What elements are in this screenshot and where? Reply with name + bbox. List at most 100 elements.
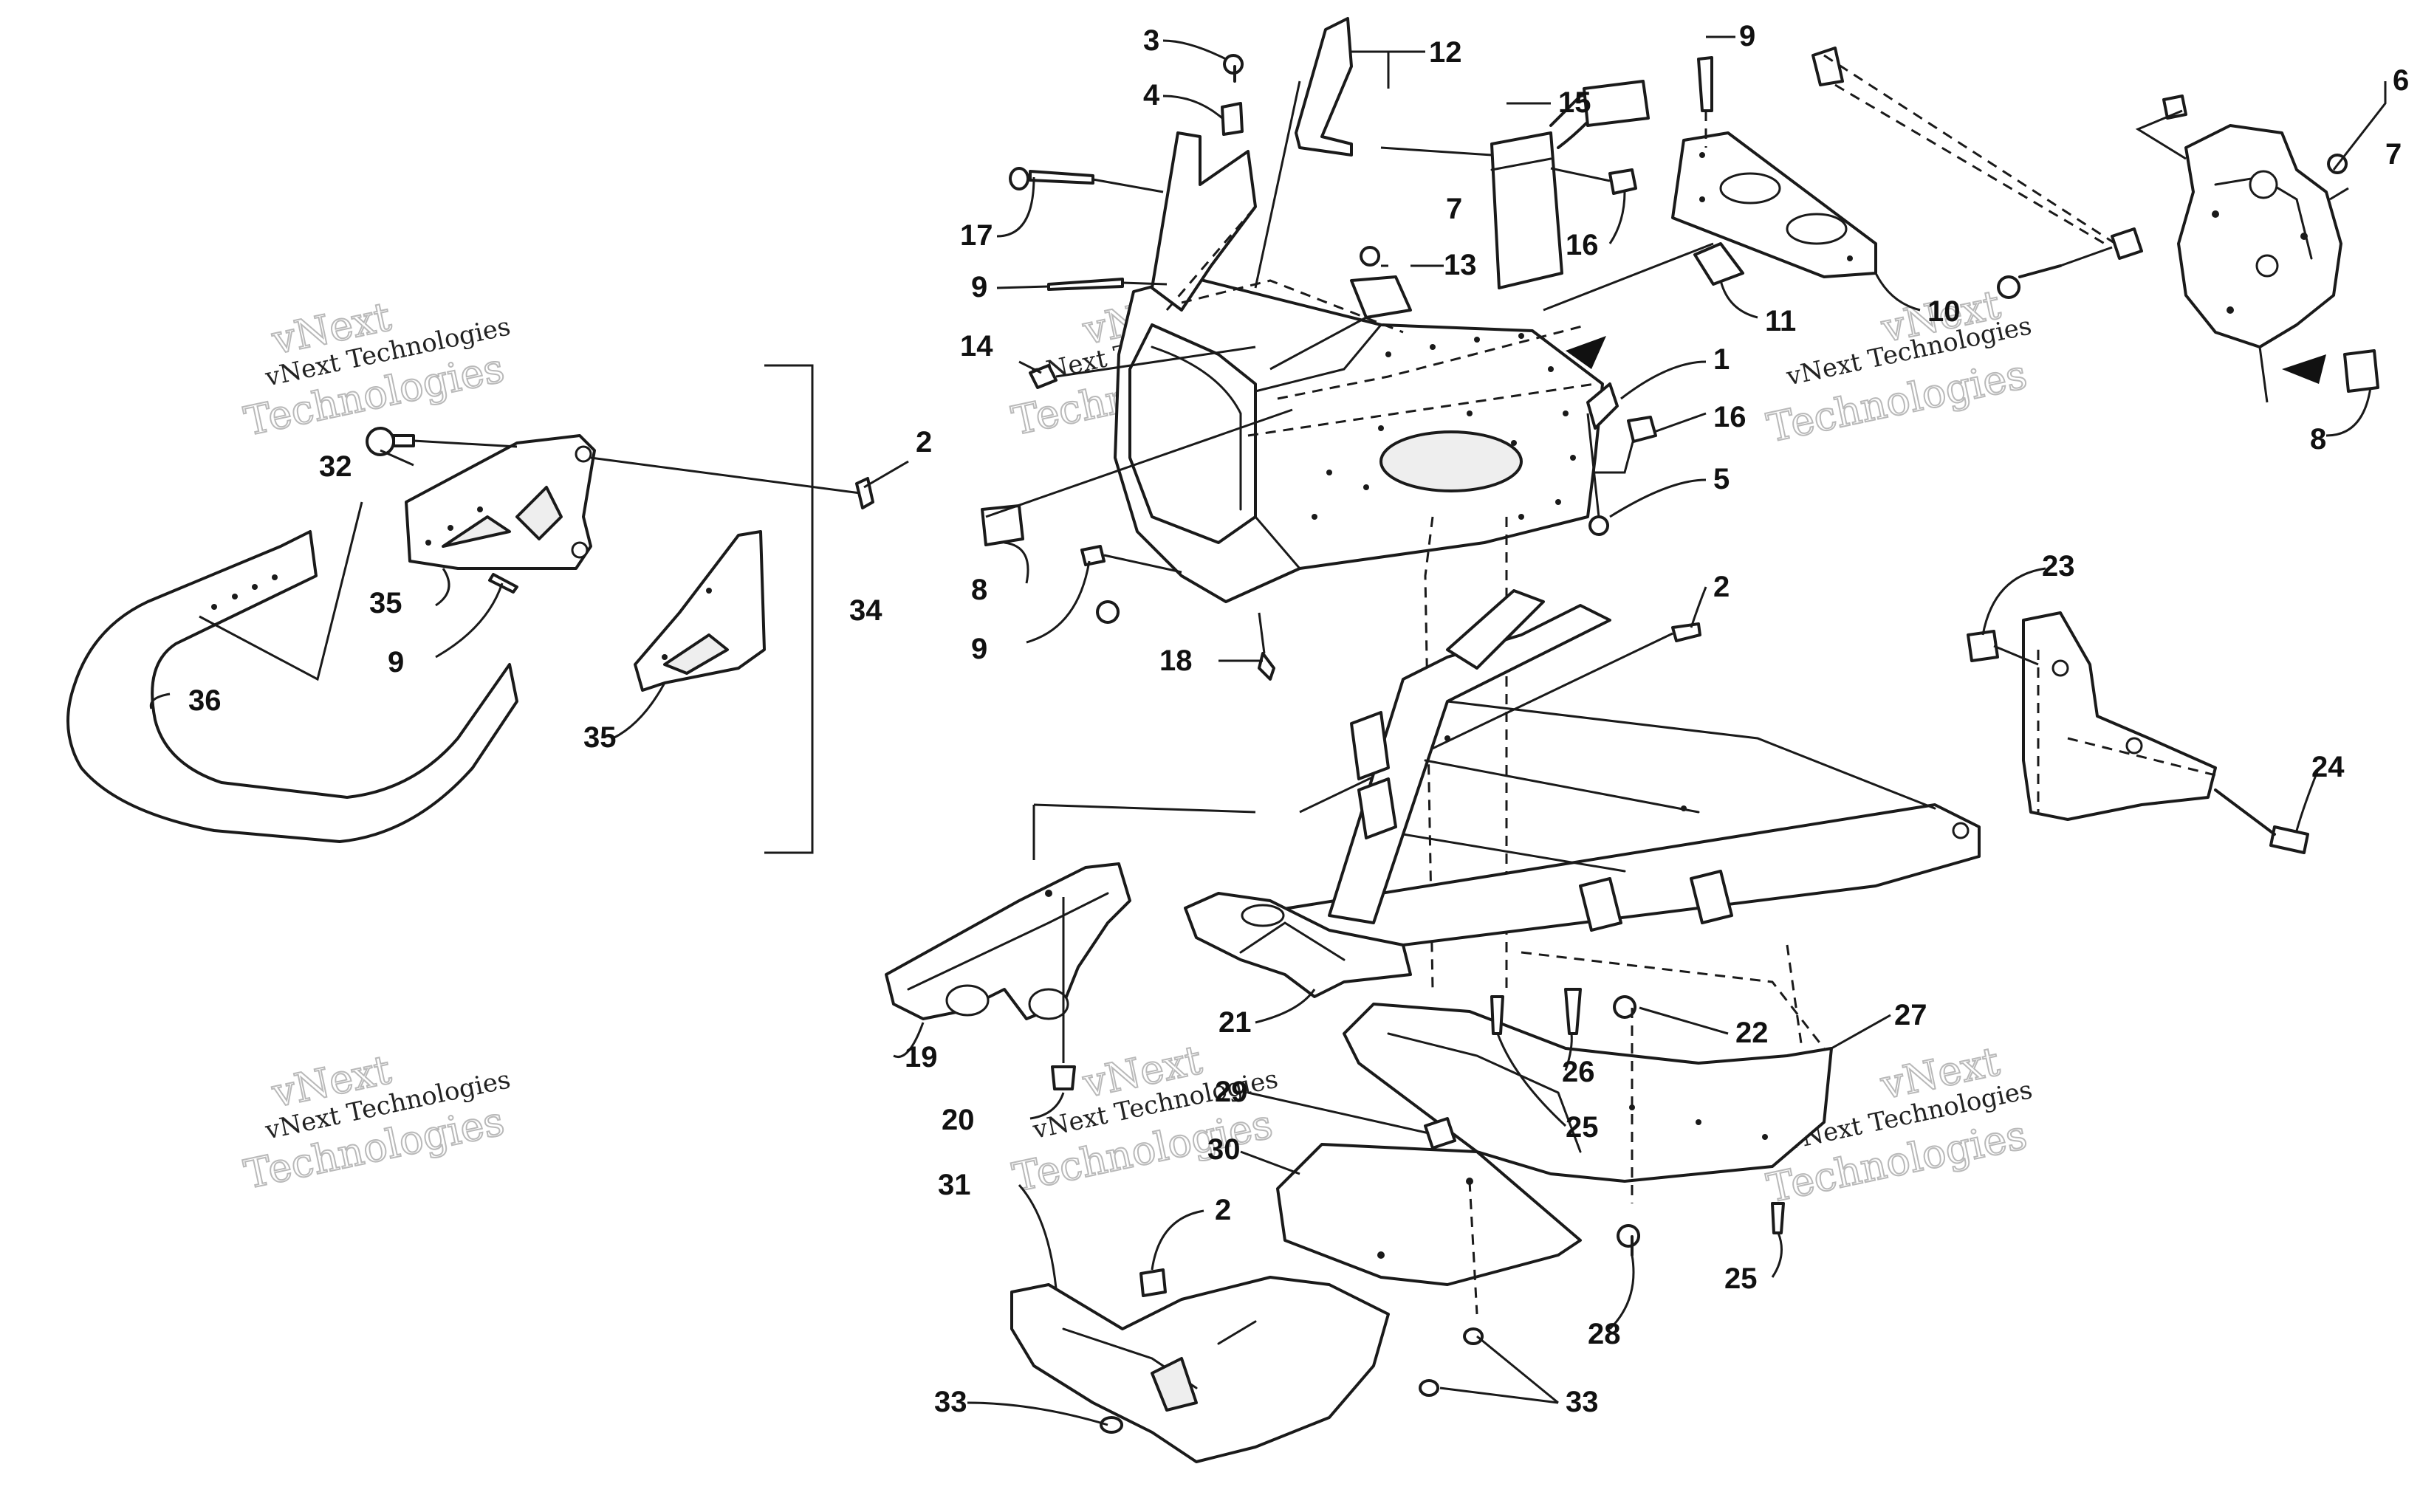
callout-26: 26 xyxy=(1562,1056,1595,1088)
callout-7-right: 7 xyxy=(2385,138,2402,171)
callout-33-right: 33 xyxy=(1566,1386,1599,1418)
callout-32: 32 xyxy=(319,450,352,483)
bumper-tube xyxy=(66,530,518,843)
callout-5: 5 xyxy=(1713,463,1730,495)
callout-16-upper: 16 xyxy=(1566,229,1599,261)
callout-15: 15 xyxy=(1558,86,1591,119)
rivet-9-lower xyxy=(1080,545,1106,566)
watermark-bottom-center: vNext vNext Technologies Technologies xyxy=(1008,1036,1281,1202)
screw-22 xyxy=(1613,995,1637,1019)
spacer-bracket-6 xyxy=(2111,227,2143,260)
frame-gusset-2 xyxy=(1357,777,1397,839)
callout-11: 11 xyxy=(1765,305,1796,337)
nut-4 xyxy=(1221,102,1244,136)
screw-3 xyxy=(1223,54,1244,83)
front-frame xyxy=(1195,589,1981,969)
side-plate-group xyxy=(1967,611,2309,854)
skid-plate-30 xyxy=(1276,1117,1582,1315)
nut-16-upper xyxy=(1608,168,1637,195)
connector-plug xyxy=(1583,80,1650,127)
callout-36: 36 xyxy=(188,684,222,717)
bulkhead-left-tower xyxy=(1151,131,1257,312)
direction-arrow-right xyxy=(2282,354,2326,384)
callout-2-middle: 2 xyxy=(1713,571,1730,603)
callout-23: 23 xyxy=(2042,550,2075,583)
housing-19-group xyxy=(885,803,1256,1090)
callout-9-bumper: 9 xyxy=(388,646,404,678)
bulkhead-opening xyxy=(1379,430,1523,492)
clip-1 xyxy=(1586,382,1619,430)
frame-gusset-1 xyxy=(1350,711,1390,780)
callout-16-lower: 16 xyxy=(1713,401,1747,433)
callout-19: 19 xyxy=(905,1041,938,1073)
belly-pan-27 xyxy=(1343,944,1833,1257)
bumper-bracket-upper xyxy=(405,434,596,570)
module-15 xyxy=(1490,131,1563,289)
callout-13: 13 xyxy=(1444,249,1477,281)
nut-23 xyxy=(1967,630,1999,662)
callout-6: 6 xyxy=(2393,64,2409,97)
right-bracket-assembly xyxy=(1543,47,2379,403)
callout-8-right: 8 xyxy=(2310,423,2326,456)
nut-16-lower xyxy=(1627,416,1657,443)
screw-26 xyxy=(1564,988,1582,1035)
bracket-13 xyxy=(1350,275,1412,319)
direction-arrow xyxy=(1566,336,1606,369)
bracket-29 xyxy=(1424,1117,1456,1150)
screw-28 xyxy=(1617,1224,1641,1257)
group-bracket xyxy=(764,364,814,854)
pad-8-right xyxy=(2343,349,2379,393)
callout-1: 1 xyxy=(1713,343,1730,376)
callout-20: 20 xyxy=(942,1104,975,1136)
mirror-12 xyxy=(1295,17,1353,157)
frame-left-rail xyxy=(1328,604,1611,924)
callout-34: 34 xyxy=(849,594,882,627)
bolt-bracket-6 xyxy=(1997,264,2062,299)
callout-14: 14 xyxy=(960,330,993,362)
callout-35-upper: 35 xyxy=(369,587,402,619)
bumper-group xyxy=(66,364,874,854)
callout-35-lower: 35 xyxy=(583,721,617,754)
clip-2-middle xyxy=(1671,622,1701,642)
screw-7 xyxy=(1360,246,1381,267)
front-bulkhead xyxy=(981,17,1701,990)
screw-33-right xyxy=(1463,1327,1484,1345)
callout-12: 12 xyxy=(1429,36,1462,69)
callout-9-lower: 9 xyxy=(971,633,987,665)
screw-33-mid xyxy=(1419,1379,1440,1397)
housing-21 xyxy=(1184,892,1412,998)
screw-20 xyxy=(1051,1065,1076,1090)
clip-2-lower xyxy=(1139,1268,1167,1297)
callout-21: 21 xyxy=(1218,1006,1252,1039)
callout-9-left: 9 xyxy=(971,271,987,303)
clip-2-top xyxy=(855,477,874,509)
callout-22: 22 xyxy=(1735,1017,1769,1049)
bumper-bracket-lower xyxy=(634,530,766,692)
bolt-17 xyxy=(1009,167,1094,190)
bracket-11 xyxy=(1693,242,1744,286)
frame-diagonal xyxy=(1446,589,1545,670)
fairing-31 xyxy=(1010,1276,1390,1463)
callout-31: 31 xyxy=(938,1169,971,1201)
callout-25-left: 25 xyxy=(1566,1111,1599,1144)
callout-8-left: 8 xyxy=(971,574,987,606)
callout-33-left: 33 xyxy=(934,1386,967,1418)
callout-labels: 3 4 12 15 9 6 7 7 16 17 9 13 10 11 14 1 … xyxy=(188,20,2409,1418)
screw-33-left xyxy=(1100,1416,1124,1434)
callout-2-top: 2 xyxy=(916,426,932,458)
callout-18: 18 xyxy=(1159,645,1193,677)
leader-lines xyxy=(149,35,2387,1426)
rivet-9-left xyxy=(1047,278,1124,291)
watermark-top-right: vNext vNext Technologies Technologies xyxy=(1762,281,2034,453)
frame-gusset-3 xyxy=(1579,877,1622,932)
callout-7-center: 7 xyxy=(1446,193,1462,225)
screw-5 xyxy=(1588,515,1610,536)
callout-2-lower: 2 xyxy=(1215,1194,1231,1226)
bolt-24 xyxy=(2214,788,2309,854)
callout-3: 3 xyxy=(1143,24,1159,57)
callout-4: 4 xyxy=(1143,79,1160,111)
bracket-6 xyxy=(2177,124,2342,348)
side-plate xyxy=(2022,611,2217,821)
screw-25-right xyxy=(1771,1202,1785,1234)
